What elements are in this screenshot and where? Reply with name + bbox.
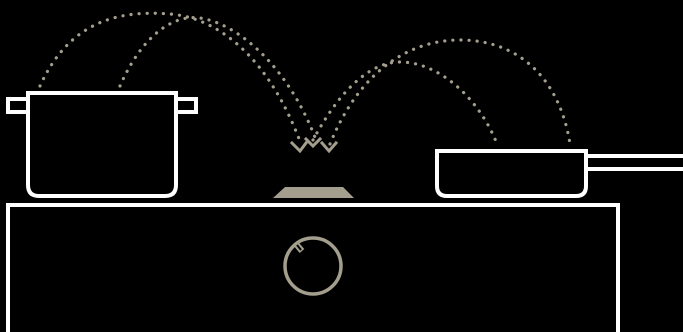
pot-handle-left (8, 99, 28, 112)
pot-body (28, 93, 176, 196)
knob-ring (285, 238, 341, 294)
heat-arcs (40, 13, 570, 144)
pot-handle-right (176, 99, 196, 112)
pan-body (437, 151, 586, 196)
stove-icon (8, 205, 618, 332)
heat-arc-pot-inner (120, 18, 316, 140)
heat-arc-pan-inner (313, 62, 497, 144)
burner-icon (273, 187, 354, 198)
pan-icon (437, 151, 683, 196)
arrow-head-left-icon (292, 143, 306, 151)
heat-arc-pot-outer (40, 13, 301, 144)
knob-icon[interactable] (285, 238, 341, 294)
heat-arc-pan-outer (330, 40, 570, 144)
pan-handle (586, 156, 683, 169)
pot-icon (8, 93, 196, 196)
